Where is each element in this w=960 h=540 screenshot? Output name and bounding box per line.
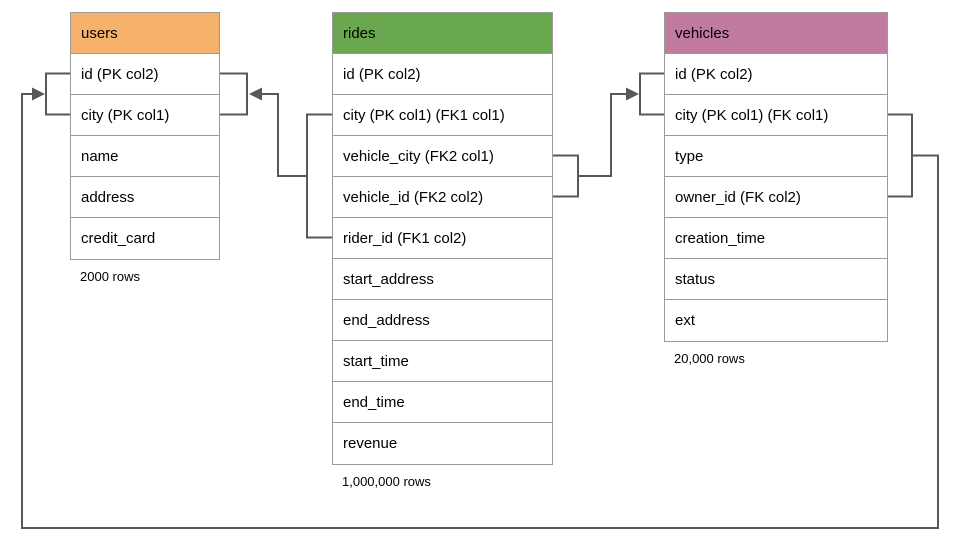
table-rides-column-rider-id: rider_id (FK1 col2) [333, 218, 552, 259]
table-users-column-credit-card: credit_card [71, 218, 219, 259]
table-users-column-address: address [71, 177, 219, 218]
table-rides-column-end-time: end_time [333, 382, 552, 423]
table-rides-column-id: id (PK col2) [333, 54, 552, 95]
table-rides-box: rides id (PK col2) city (PK col1) (FK1 c… [332, 12, 553, 465]
table-users-rowcount: 2000 rows [80, 269, 140, 284]
table-users: users id (PK col2) city (PK col1) name a… [70, 12, 220, 284]
connector-rides-right-bracket [553, 154, 579, 198]
table-vehicles-column-owner-id: owner_id (FK col2) [665, 177, 887, 218]
table-users-column-id: id (PK col2) [71, 54, 219, 95]
table-vehicles-column-city: city (PK col1) (FK col1) [665, 95, 887, 136]
table-rides-column-start-address: start_address [333, 259, 552, 300]
table-rides-rowcount: 1,000,000 rows [342, 474, 431, 489]
arrowhead-into-users-left-icon [32, 87, 45, 101]
table-vehicles-column-status: status [665, 259, 887, 300]
table-vehicles-column-type: type [665, 136, 887, 177]
table-users-header: users [71, 13, 219, 54]
table-vehicles-column-id: id (PK col2) [665, 54, 887, 95]
table-rides-column-vehicle-id: vehicle_id (FK2 col2) [333, 177, 552, 218]
table-rides-column-revenue: revenue [333, 423, 552, 464]
connector-users-right-bracket [220, 72, 248, 116]
table-vehicles: vehicles id (PK col2) city (PK col1) (FK… [664, 12, 888, 366]
table-users-column-city: city (PK col1) [71, 95, 219, 136]
connector-rides-to-users-line [260, 93, 307, 177]
table-vehicles-box: vehicles id (PK col2) city (PK col1) (FK… [664, 12, 888, 342]
table-rides-column-start-time: start_time [333, 341, 552, 382]
table-rides-column-city: city (PK col1) (FK1 col1) [333, 95, 552, 136]
table-users-column-name: name [71, 136, 219, 177]
table-rides: rides id (PK col2) city (PK col1) (FK1 c… [332, 12, 553, 489]
connector-users-left-bracket [45, 72, 70, 116]
connector-rides-left-bracket [306, 113, 332, 239]
connector-vehicles-right-bracket [888, 113, 913, 198]
connector-vehicles-left-bracket [639, 72, 664, 116]
table-vehicles-column-creation-time: creation_time [665, 218, 887, 259]
table-vehicles-header: vehicles [665, 13, 887, 54]
table-rides-header: rides [333, 13, 552, 54]
arrowhead-into-vehicles-left-icon [626, 87, 639, 101]
table-users-box: users id (PK col2) city (PK col1) name a… [70, 12, 220, 260]
table-vehicles-column-ext: ext [665, 300, 887, 341]
arrowhead-into-users-right-icon [249, 87, 262, 101]
table-rides-column-end-address: end_address [333, 300, 552, 341]
table-rides-column-vehicle-city: vehicle_city (FK2 col1) [333, 136, 552, 177]
connector-rides-to-vehicles-line [578, 93, 627, 177]
table-vehicles-rowcount: 20,000 rows [674, 351, 745, 366]
